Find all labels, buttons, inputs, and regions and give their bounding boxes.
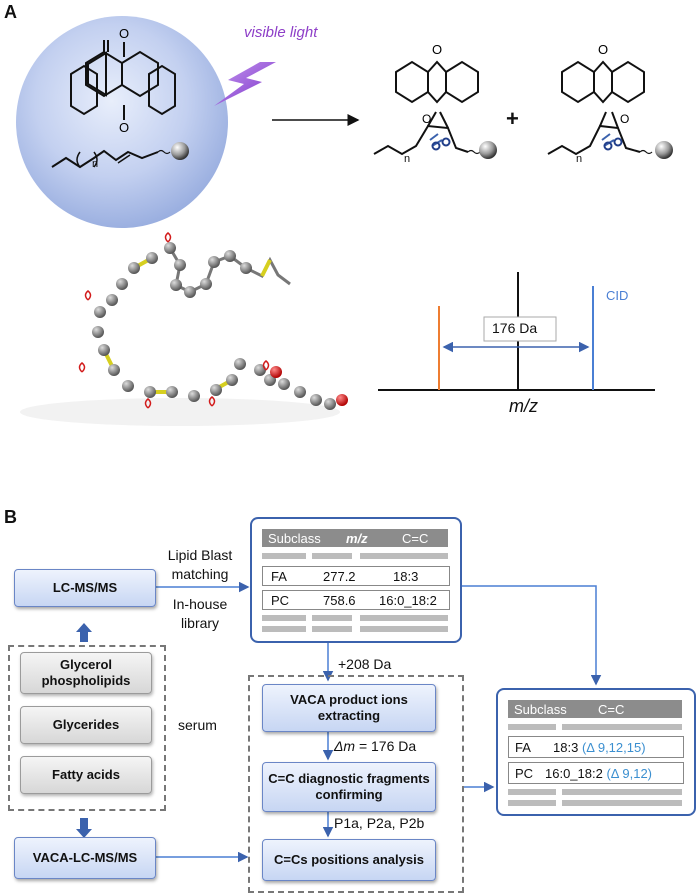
delta-m-symbol: Δm (334, 738, 356, 754)
table1-row2-subclass: PC (271, 592, 290, 608)
product1-subscript-n: n (404, 153, 411, 165)
svg-text:O: O (598, 42, 608, 57)
product-ion-labels: P1a, P2a, P2b (334, 815, 425, 831)
visible-light-label: visible light (244, 24, 318, 41)
lipid-fatty-acids: Fatty acids (20, 756, 152, 794)
svg-text:O: O (119, 120, 129, 135)
step-positions-analysis: C=Cs positions analysis (262, 839, 436, 881)
product-1-structure (373, 60, 479, 156)
table2-row2-positions: (Δ 9,12) (606, 765, 653, 781)
lipid-class-group (8, 645, 166, 811)
anthraquinone-structure (85, 40, 159, 98)
molecule-3d-model (20, 232, 348, 426)
panel-b-label: B (4, 507, 17, 527)
vaca-lc-msms-box: VACA-LC-MS/MS (14, 837, 156, 879)
table2-row1-subclass: FA (515, 739, 531, 755)
mass-shift-label: 176 Da (492, 320, 538, 336)
product-2-structure (547, 60, 645, 156)
svg-text:O: O (422, 112, 431, 126)
table2-header: Subclass C=C (508, 700, 682, 718)
svg-text:O: O (119, 26, 129, 41)
table1-row1-mz: 277.2 (323, 568, 356, 584)
alkene-chain (51, 149, 159, 169)
solid-support-bead (171, 142, 189, 160)
cc-position-table: Subclass C=C FA 18:3 (Δ 9,12,15) PC 16:0… (496, 688, 696, 816)
svg-text:O: O (432, 42, 442, 57)
table2-header-subclass: Subclass (514, 701, 567, 717)
product2-subscript-n: n (576, 153, 583, 165)
lipid-glycerides: Glycerides (20, 706, 152, 744)
table-row: PC 16:0_18:2 (Δ 9,12) (508, 762, 684, 784)
table2-row2-chain: 16:0_18:2 (545, 765, 603, 781)
table1-header-mz: m/z (346, 530, 368, 546)
svg-text:O: O (620, 112, 629, 126)
mz-axis-label: m/z (509, 396, 538, 416)
thick-arrows (76, 623, 92, 838)
reaction-circle (16, 16, 228, 228)
lipid-id-table: Subclass m/z C=C FA 277.2 18:3 PC 758.6 … (250, 517, 462, 643)
subscript-n: n (92, 158, 99, 170)
serum-label: serum (178, 717, 217, 733)
delta-m-label: Δm = 176 Da (334, 738, 416, 754)
vaca-workflow-group (248, 675, 464, 893)
table2-row1-chain: 18:3 (553, 739, 579, 755)
lipid-glycerophospholipids: Glycerol phospholipids (20, 652, 152, 694)
panel-a-label: A (4, 2, 17, 22)
step-product-ions: VACA product ions extracting (262, 684, 436, 732)
mass-spectrum (378, 272, 655, 391)
table1-row1-subclass: FA (271, 568, 287, 584)
table1-row1-cc: 18:3 (393, 568, 419, 584)
cid-label: CID (606, 288, 629, 303)
table2-row1-positions: (Δ 9,12,15) (581, 739, 646, 755)
table-row: FA 18:3 (Δ 9,12,15) (508, 736, 684, 758)
step-diagnostic-fragments: C=C diagnostic fragments confirming (262, 762, 436, 812)
flow-connectors (155, 581, 602, 863)
table-row: PC 758.6 16:0_18:2 (262, 590, 450, 610)
plus-208-label: +208 Da (338, 656, 392, 672)
lc-msms-box: LC-MS/MS (14, 569, 156, 607)
table-row: FA 277.2 18:3 (262, 566, 450, 586)
lipid-blast-label: Lipid Blast matching (167, 547, 233, 582)
delta-m-value: = 176 Da (355, 738, 417, 754)
lightning-icon (214, 62, 276, 106)
table1-row2-mz: 758.6 (323, 592, 356, 608)
table2-header-cc: C=C (598, 701, 625, 717)
table1-header: Subclass m/z C=C (262, 529, 448, 547)
table2-row2-subclass: PC (515, 765, 534, 781)
table1-row2-cc: 16:0_18:2 (379, 592, 437, 608)
table1-header-subclass: Subclass (268, 530, 321, 546)
plus-sign: + (506, 106, 519, 131)
inhouse-library-label: In-house library (172, 596, 228, 631)
table1-header-cc: C=C (402, 530, 429, 546)
